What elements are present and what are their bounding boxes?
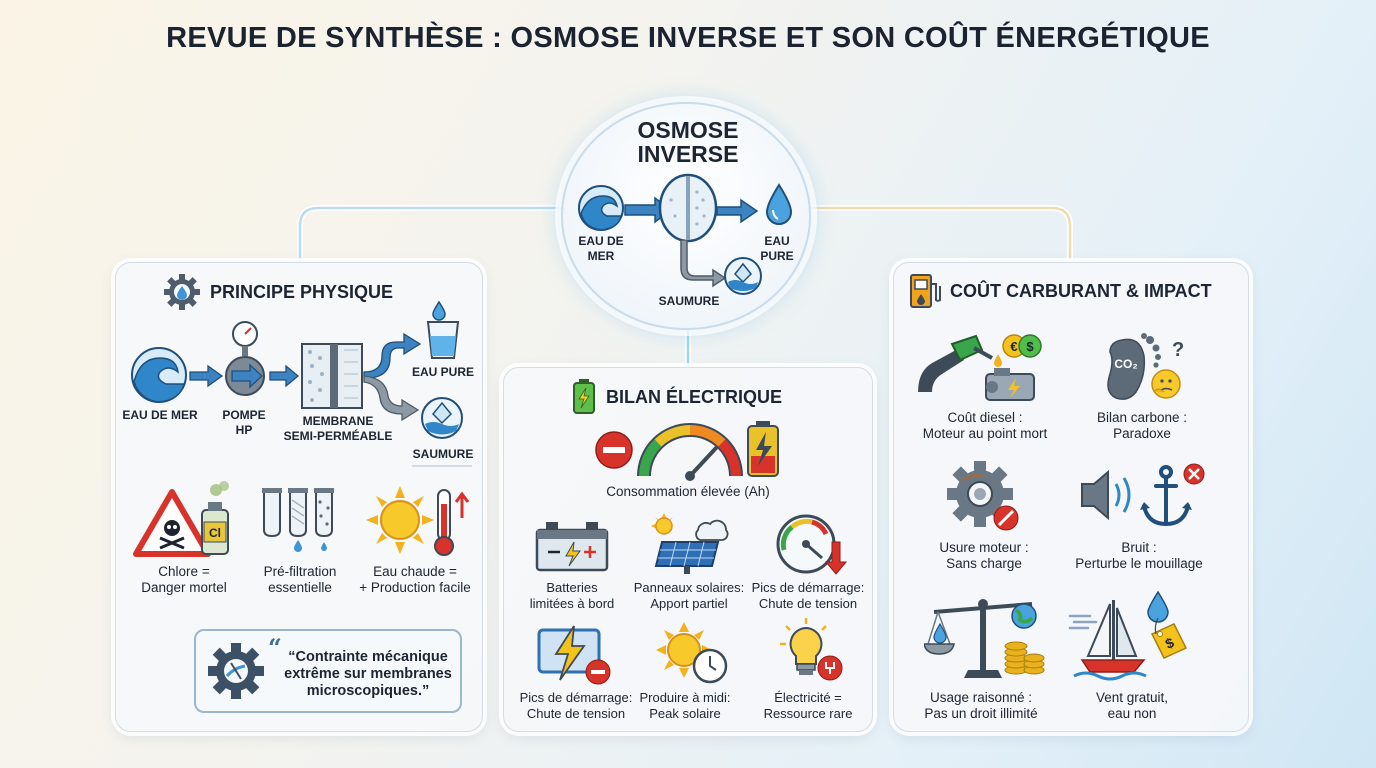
brine-icon: [724, 257, 762, 295]
left-brine-label: SAUMURE: [412, 447, 474, 461]
right-item-caption-6: Vent gratuit, eau non: [1095, 690, 1169, 721]
left-heading-text: PRINCIPE PHYSIQUE: [210, 281, 394, 302]
arrow-right-icon: [269, 364, 300, 388]
gear-drop-icon: [164, 274, 200, 310]
wave-icon: [131, 347, 187, 403]
balance-scale-icon: [924, 599, 1045, 678]
quote-open-mark: “: [288, 649, 296, 665]
water-glass-icon: [426, 300, 460, 359]
hub-title: OSMOSE INVERSE: [563, 118, 813, 166]
right-item-caption-3: Usure moteur : Sans charge: [939, 540, 1029, 571]
svg-text:CO₂: CO₂: [1114, 357, 1137, 371]
carbon-footprint-icon: CO₂ ?: [1107, 333, 1184, 400]
split-arrows-icon: [363, 332, 422, 422]
worn-gear-icon: [947, 461, 1019, 531]
battery-charge-icon: [573, 379, 595, 414]
brine-icon: [421, 397, 463, 439]
quote-box: “ “Contrainte mécanique extrême sur memb…: [194, 629, 462, 713]
right-heading-text: COÛT CARBURANT & IMPACT: [950, 280, 1212, 301]
noise-anchor-icon: [1081, 463, 1205, 527]
quote-close-mark: ”: [421, 683, 430, 699]
solar-panel-icon: [651, 513, 729, 574]
mid-item-caption-4: Pics de démarrage: Chute de tension: [519, 690, 633, 721]
brine-arrow-icon: [680, 240, 727, 288]
arrow-right-icon: [189, 364, 224, 388]
quote-text: “Contrainte mécanique extrême sur membra…: [278, 649, 458, 700]
hub-input-label: EAU DE MER: [578, 234, 624, 263]
prefiltration-icon: [262, 488, 334, 552]
mid-panel-heading: BILAN ÉLECTRIQUE: [570, 378, 782, 416]
left-item-caption-3: Eau chaude = + Production facile: [359, 564, 471, 595]
pump-gauge-icon: [225, 321, 265, 396]
mid-item-caption-2: Panneaux solaires: Apport partiel: [633, 580, 745, 611]
right-panel-heading: COÛT CARBURANT & IMPACT: [908, 272, 1212, 310]
svg-text:?: ?: [1172, 339, 1184, 361]
divider: [412, 465, 472, 467]
membrane-icon: [658, 173, 718, 243]
right-item-caption-2: Bilan carbone : Paradoxe: [1096, 410, 1188, 441]
sun-clock-icon: [656, 622, 728, 684]
left-panel-heading: PRINCIPE PHYSIQUE: [162, 272, 393, 312]
arrow-right-icon: [716, 198, 759, 224]
svg-text:$: $: [1026, 339, 1034, 354]
lightbulb-icon: [780, 618, 843, 681]
fuel-pump-icon: [910, 274, 941, 308]
gauge-caption: Consommation élevée (Ah): [606, 484, 770, 499]
quote-body: Contrainte mécanique extrême sur membran…: [284, 649, 452, 699]
left-membrane-label: MEMBRANE SEMI-PERMÉABLE: [283, 414, 393, 443]
mid-item-caption-5: Produire à midi: Peak solaire: [639, 690, 731, 721]
membrane-icon: [301, 343, 363, 409]
left-pure-label: EAU PURE: [411, 365, 474, 379]
svg-text:Cl: Cl: [209, 526, 221, 540]
voltage-gauge-icon: [776, 514, 848, 575]
chlorine-danger-icon: Cl: [133, 481, 229, 557]
fuel-nozzle-engine-icon: € $: [918, 334, 1042, 401]
left-item-caption-2: Pré-filtration essentielle: [263, 564, 337, 595]
hub-reject-label: SAUMURE: [658, 294, 720, 308]
mid-item-caption-1: Batteries limitées à bord: [529, 580, 615, 611]
hub-title-line2: INVERSE: [637, 141, 739, 167]
right-item-caption-1: Coût diesel : Moteur au point mort: [922, 410, 1048, 441]
right-item-caption-4: Bruit : Perturbe le mouillage: [1075, 540, 1203, 571]
left-pump-label: POMPE HP: [222, 408, 266, 437]
wave-icon: [578, 185, 624, 231]
quote-mark-icon: “: [268, 633, 282, 662]
lightning-battery-icon: [537, 625, 611, 685]
right-item-caption-5: Usage raisonné : Pas un droit illimité: [924, 690, 1038, 721]
mid-item-caption-3: Pics de démarrage: Chute de tension: [751, 580, 865, 611]
sun-thermometer-icon: [366, 486, 470, 556]
hub-output-label: EAU PURE: [760, 234, 794, 263]
gear-icon: [208, 643, 264, 699]
mid-item-caption-6: Électricité = Ressource rare: [763, 690, 853, 721]
hub-title-line1: OSMOSE: [637, 117, 739, 143]
left-item-caption-1: Chlore = Danger mortel: [141, 564, 227, 595]
water-drop-icon: [765, 183, 793, 225]
page-title: REVUE DE SYNTHÈSE : OSMOSE INVERSE ET SO…: [166, 22, 1210, 54]
mid-heading-text: BILAN ÉLECTRIQUE: [606, 386, 783, 407]
sailboat-water-icon: $: [1068, 590, 1188, 681]
battery-icon: [535, 522, 609, 572]
svg-text:€: €: [1010, 339, 1017, 354]
consumption-gauge-icon: [595, 421, 779, 481]
left-sea-label: EAU DE MER: [122, 408, 198, 422]
hub-osmosis-circle: OSMOSE INVERSE EAU DE MER EAU PURE SAUMU…: [561, 102, 811, 330]
